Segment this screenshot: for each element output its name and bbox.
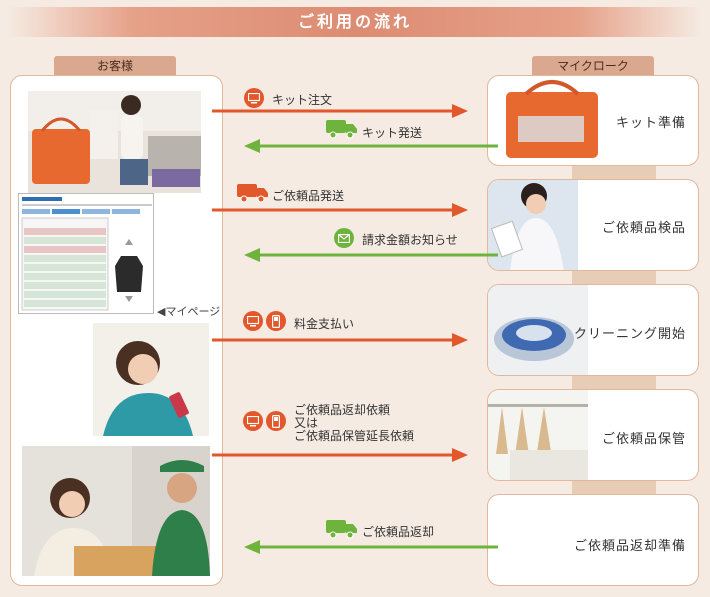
flow-arrow-right bbox=[212, 104, 468, 118]
flow-arrow-right bbox=[212, 448, 468, 462]
truck-icon bbox=[326, 120, 357, 139]
flow-arrow-right bbox=[212, 333, 468, 347]
flow-label-line: 又は bbox=[294, 416, 319, 430]
mypage-label: ◀マイページ bbox=[157, 305, 221, 318]
pc-icon bbox=[243, 411, 263, 431]
mail-icon bbox=[334, 228, 354, 248]
flow-label: キット発送 bbox=[362, 126, 423, 140]
flow-label: ご依頼品返却 bbox=[362, 525, 435, 539]
step-card-return-preparation: ご依頼品返却準備 bbox=[487, 494, 699, 586]
customer-tab: お客様 bbox=[54, 56, 176, 76]
mobile-phone-icon bbox=[266, 311, 286, 331]
step-card-cleaning: クリーニング開始 bbox=[487, 284, 699, 376]
step-card-inspection: ご依頼品検品 bbox=[487, 179, 699, 271]
truck-icon bbox=[237, 184, 268, 203]
flow-label: 請求金額お知らせ bbox=[362, 233, 458, 247]
step-label: キット準備 bbox=[615, 116, 686, 131]
customer-photo-phone bbox=[93, 323, 209, 436]
truck-icon bbox=[326, 520, 357, 539]
flow-arrow-left bbox=[244, 139, 498, 153]
step-card-storage: ご依頼品保管 bbox=[487, 389, 699, 481]
flow-label: ご依頼品返却依頼 又は ご依頼品保管延長依頼 bbox=[294, 404, 414, 443]
step-label: クリーニング開始 bbox=[573, 327, 686, 342]
mobile-phone-icon bbox=[266, 411, 286, 431]
pc-icon bbox=[244, 88, 264, 108]
flow-label-line: ご依頼品保管延長依頼 bbox=[294, 429, 415, 443]
flow-label-line: ご依頼品返却依頼 bbox=[294, 403, 391, 417]
step-label: ご依頼品保管 bbox=[601, 432, 686, 447]
flow-label: 料金支払い bbox=[294, 317, 355, 331]
flow-arrow-right bbox=[212, 203, 468, 217]
flow-label: ご依頼品発送 bbox=[272, 189, 345, 203]
step-card-kit-preparation: キット準備 bbox=[487, 75, 699, 166]
company-tab: マイクローク bbox=[532, 56, 654, 76]
flow-label: キット注文 bbox=[272, 93, 333, 107]
pc-icon bbox=[243, 311, 263, 331]
page-title: ご利用の流れ bbox=[8, 7, 702, 37]
flow-arrow-left bbox=[244, 540, 498, 554]
step-label: ご依頼品検品 bbox=[601, 221, 686, 236]
step-label: ご依頼品返却準備 bbox=[573, 539, 686, 554]
customer-photo-delivery bbox=[22, 446, 210, 576]
customer-photo-kit bbox=[28, 91, 201, 193]
flow-arrow-left bbox=[244, 248, 498, 262]
mypage-screenshot bbox=[18, 193, 154, 314]
